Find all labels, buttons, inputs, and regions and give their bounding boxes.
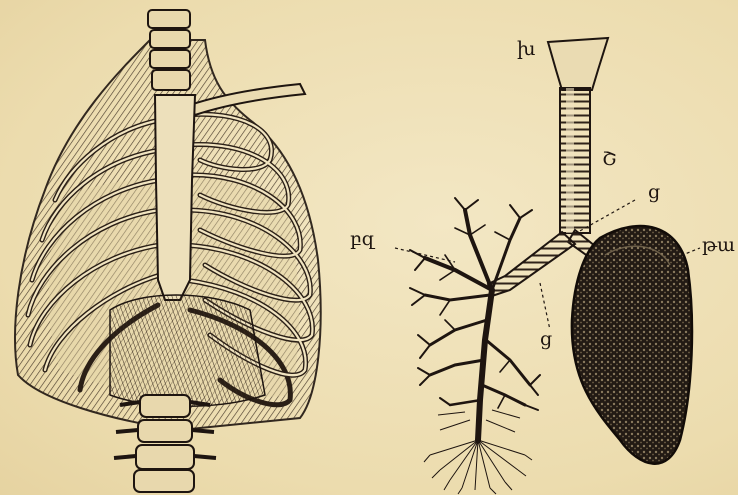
larynx [548,38,608,90]
label-bifurcation-lower: ց [540,330,552,349]
diaphragm [110,295,265,406]
label-lung: թա [702,236,735,255]
bronchial-tree [410,198,540,440]
label-trachea: Շ [602,150,616,169]
label-larynx: խ [517,40,535,59]
cervical-spine [148,10,190,90]
lung [572,226,692,464]
sternum [155,95,195,300]
label-bronchial-tree: բզ [350,230,375,249]
label-bifurcation-upper: ց [648,183,660,202]
rib-cage-figure [15,10,321,492]
trachea-tube [560,88,590,233]
